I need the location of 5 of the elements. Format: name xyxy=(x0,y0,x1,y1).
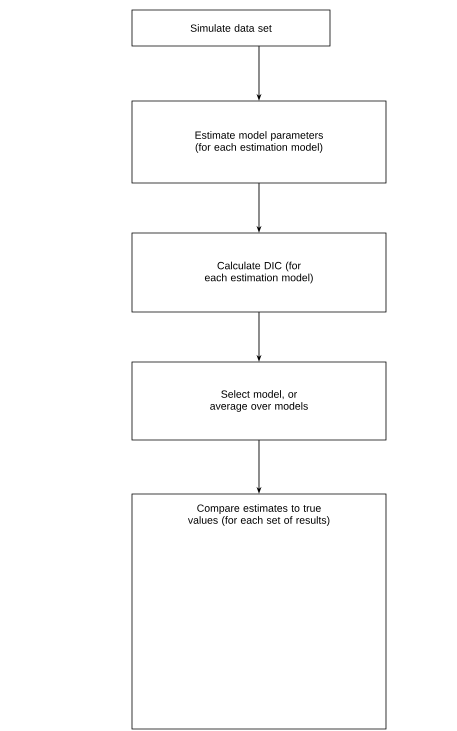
process-box: Calculate DIC (for each estimation model) xyxy=(132,232,386,312)
process-box: Simulate data set xyxy=(132,10,330,46)
process-box: Compare estimates to true values (for each set of results) xyxy=(132,494,386,730)
process-box: Select model, or average over models xyxy=(132,362,386,440)
process-box: Estimate model parameters (for each estimation model) xyxy=(132,100,386,184)
